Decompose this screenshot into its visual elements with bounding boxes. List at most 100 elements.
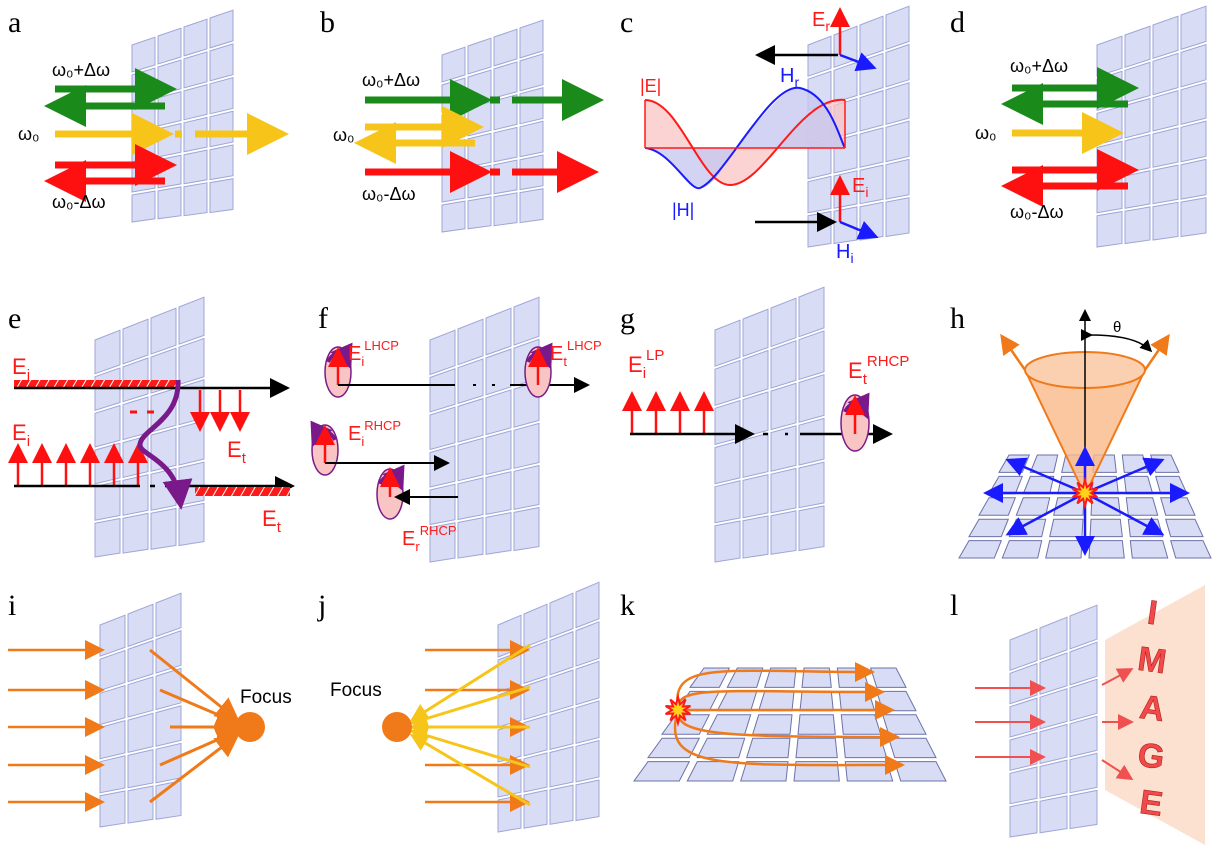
panel-c: c |E| |H| Er Hr Ei Hi bbox=[620, 6, 879, 266]
tile bbox=[1152, 89, 1179, 132]
tile bbox=[457, 358, 484, 405]
panel-d: d ω₀+Δω ω₀ ω₀-Δω bbox=[950, 6, 1139, 222]
tile bbox=[770, 510, 797, 555]
tile bbox=[714, 520, 741, 563]
tile bbox=[549, 669, 574, 713]
tile bbox=[493, 61, 518, 99]
tile bbox=[1152, 127, 1179, 168]
tile bbox=[770, 425, 797, 472]
tile bbox=[885, 43, 910, 88]
tile bbox=[1180, 43, 1207, 88]
tile bbox=[497, 794, 522, 833]
tile bbox=[457, 397, 484, 443]
tile bbox=[575, 581, 600, 629]
tile bbox=[519, 188, 544, 224]
focus-point bbox=[382, 712, 412, 742]
tile bbox=[519, 120, 544, 158]
line bbox=[1101, 668, 1134, 686]
tile bbox=[467, 101, 492, 137]
panel-i: i Focus bbox=[8, 589, 292, 812]
panel-label-e: e bbox=[8, 302, 21, 335]
focus-label: Focus bbox=[240, 687, 292, 708]
tile bbox=[549, 592, 574, 639]
line bbox=[149, 733, 240, 804]
freq-label-mid: ω₀ bbox=[975, 123, 997, 143]
tile bbox=[798, 286, 825, 338]
tile bbox=[770, 382, 797, 431]
tile bbox=[523, 715, 548, 757]
tile bbox=[183, 18, 208, 57]
er-rhcp-label: ErRHCP bbox=[402, 523, 457, 554]
floor-tile bbox=[647, 737, 701, 759]
tile bbox=[429, 483, 456, 526]
tile bbox=[94, 404, 121, 448]
tile bbox=[467, 196, 492, 230]
tile bbox=[1069, 789, 1098, 830]
tile bbox=[1124, 170, 1151, 209]
path bbox=[673, 709, 905, 776]
tile bbox=[127, 639, 154, 683]
ei-lhcp-label: EiLHCP bbox=[348, 338, 399, 369]
tile bbox=[485, 430, 512, 476]
e-abs-label: |E| bbox=[640, 76, 661, 96]
tile bbox=[485, 471, 512, 516]
panel-label-h: h bbox=[950, 302, 965, 335]
tile bbox=[209, 9, 234, 49]
tile bbox=[183, 149, 208, 185]
floor-tile bbox=[840, 714, 882, 735]
line bbox=[409, 726, 531, 769]
freq-label-bottom: ω₀-Δω bbox=[1010, 202, 1064, 222]
tile bbox=[1096, 175, 1123, 214]
tile bbox=[485, 307, 512, 356]
freq-label-bottom: ω₀-Δω bbox=[52, 192, 106, 212]
floor-tile bbox=[870, 667, 907, 688]
tile bbox=[429, 445, 456, 488]
metasurface-i bbox=[99, 592, 182, 828]
panel-label-b: b bbox=[320, 6, 335, 39]
tile bbox=[1069, 752, 1098, 794]
tile bbox=[1124, 206, 1151, 245]
tile bbox=[183, 182, 208, 217]
tile bbox=[513, 422, 540, 469]
panel-a: a ω₀+Δω ω₀ ω₀-Δω bbox=[8, 6, 289, 212]
tile bbox=[549, 630, 574, 676]
tile bbox=[429, 367, 456, 413]
theta-label: θ bbox=[1113, 319, 1121, 336]
tile bbox=[885, 120, 910, 163]
floor-tile bbox=[726, 667, 764, 688]
floor-tile bbox=[752, 714, 793, 735]
floor-tile bbox=[1170, 540, 1212, 559]
panel-b: b ω₀+Δω ω₀ ω₀-Δω bbox=[320, 6, 604, 204]
ei-lp-label: EiLP bbox=[628, 347, 664, 382]
tile bbox=[1180, 5, 1207, 51]
floor-tile bbox=[1015, 497, 1051, 516]
tile bbox=[1039, 688, 1068, 730]
floor-tile bbox=[758, 690, 795, 712]
metasurface-a bbox=[131, 9, 234, 223]
tile bbox=[183, 51, 208, 89]
floor-tile bbox=[740, 761, 789, 782]
line bbox=[1000, 333, 1027, 371]
floor-tile bbox=[797, 714, 836, 735]
line bbox=[409, 643, 531, 722]
ei-label-upper: Ei bbox=[12, 354, 30, 384]
tile bbox=[178, 502, 205, 547]
tile bbox=[1039, 652, 1068, 695]
tile bbox=[209, 178, 234, 214]
tile bbox=[1009, 697, 1038, 738]
tile bbox=[209, 144, 234, 181]
tile bbox=[1124, 61, 1151, 104]
tile bbox=[131, 36, 156, 73]
tile bbox=[99, 614, 126, 657]
tile bbox=[131, 190, 156, 223]
tile bbox=[523, 677, 548, 721]
floor-tile bbox=[633, 761, 691, 782]
tile bbox=[94, 442, 121, 485]
floor-tile bbox=[894, 761, 947, 782]
tile bbox=[1152, 15, 1179, 59]
floor-tile bbox=[844, 761, 894, 782]
panel-label-c: c bbox=[620, 6, 633, 39]
tile bbox=[209, 43, 234, 82]
tile bbox=[798, 505, 825, 552]
tile bbox=[1124, 133, 1151, 174]
